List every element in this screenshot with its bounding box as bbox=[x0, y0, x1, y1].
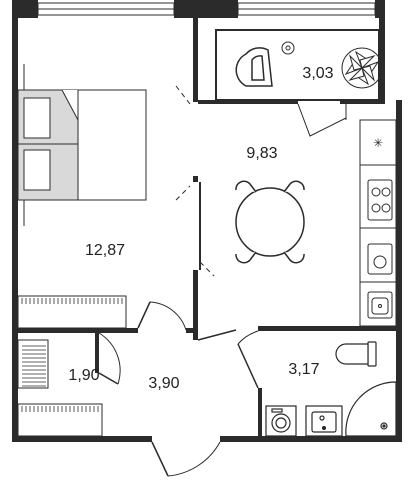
room-area-storage: 1,90 bbox=[68, 367, 99, 384]
outer-walls bbox=[12, 0, 402, 442]
toilet-icon bbox=[335, 341, 377, 367]
bed-icon bbox=[17, 89, 147, 201]
kitchen-counter bbox=[359, 119, 397, 327]
room-area-kitchen-living: 9,83 bbox=[246, 145, 277, 162]
bathroom-door bbox=[237, 330, 259, 389]
room-area-hallway: 3,90 bbox=[148, 375, 179, 392]
stove-icon bbox=[367, 179, 393, 221]
armchair-icon bbox=[235, 47, 273, 87]
balcony-door-swing bbox=[297, 103, 347, 137]
washing-machine-icon bbox=[265, 405, 297, 437]
wardrobe-icon bbox=[17, 295, 127, 329]
bedroom-door-swing bbox=[175, 85, 191, 105]
dining-table-icon bbox=[235, 180, 305, 264]
washbasin-icon bbox=[305, 405, 343, 437]
wardrobe-icon bbox=[17, 339, 103, 437]
plant-icon bbox=[341, 47, 383, 89]
entrance-door bbox=[151, 441, 221, 477]
sink-icon bbox=[367, 291, 393, 319]
kitchen-door bbox=[197, 329, 237, 341]
room-area-bathroom: 3,17 bbox=[288, 361, 319, 378]
dishwasher-icon bbox=[367, 243, 393, 275]
bedroom-door bbox=[137, 301, 187, 331]
side-table-icon bbox=[281, 41, 295, 55]
storage-door bbox=[98, 332, 121, 385]
room-area-bedroom: 12,87 bbox=[85, 242, 125, 259]
svg-text:✳: ✳ bbox=[373, 136, 383, 150]
room-area-balcony: 3,03 bbox=[302, 65, 333, 82]
kitchen-window-swing bbox=[199, 261, 215, 277]
shower-icon bbox=[345, 381, 397, 437]
bedroom-door-swing-lower bbox=[175, 185, 191, 201]
fridge-icon: ✳ bbox=[373, 136, 383, 150]
